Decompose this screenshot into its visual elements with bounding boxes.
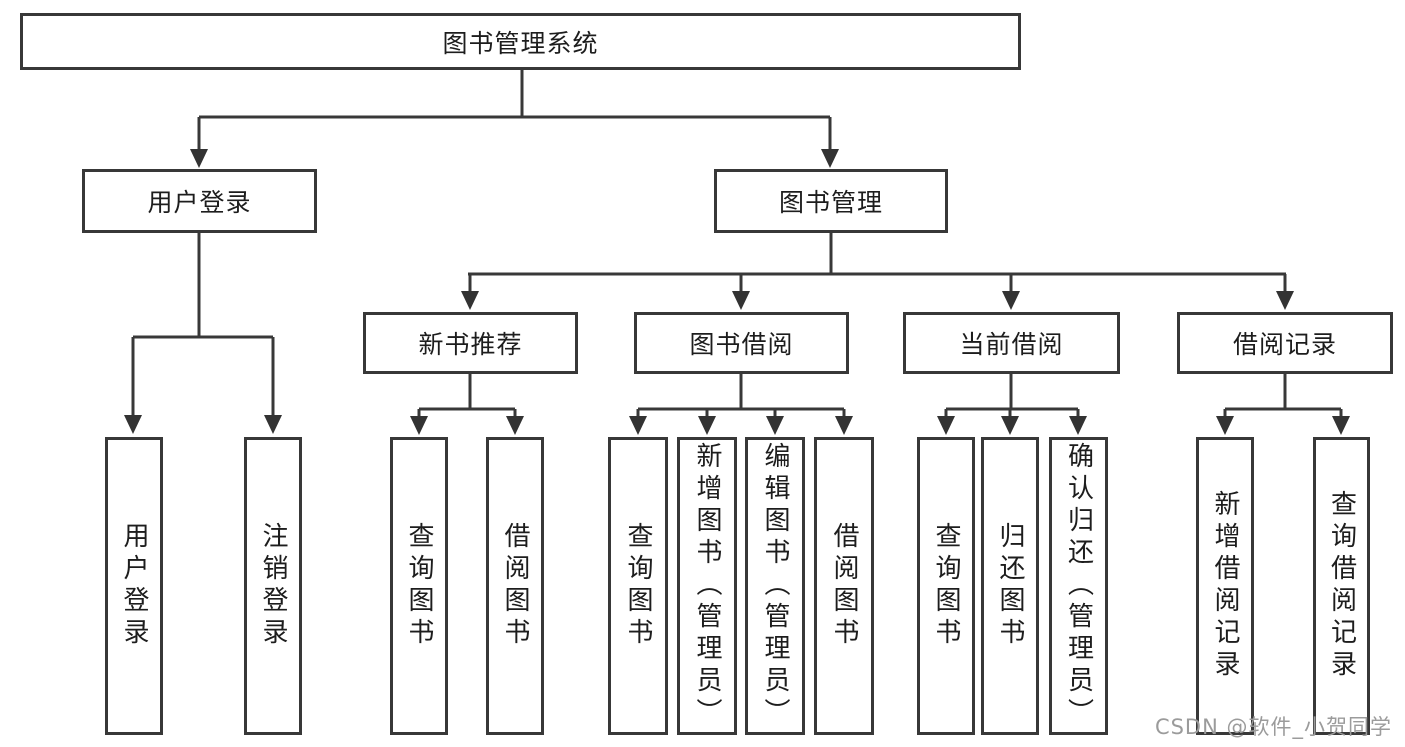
leaf-edit-books-admin: 编辑图书（管理员） [745,437,805,735]
node-book-borrow: 图书借阅 [634,312,849,374]
node-library-management-system: 图书管理系统 [20,13,1021,70]
leaf-confirm-return-admin: 确认归还（管理员） [1049,437,1108,735]
node-current-borrow: 当前借阅 [903,312,1120,374]
leaf-return-books: 归还图书 [981,437,1039,735]
leaf-logout: 注销登录 [244,437,302,735]
leaf-query-borrow-record: 查询借阅记录 [1313,437,1370,735]
leaf-query-books-borrow: 查询图书 [608,437,668,735]
leaf-user-login: 用户登录 [105,437,163,735]
leaf-query-books-current: 查询图书 [917,437,975,735]
leaf-add-books-admin: 新增图书（管理员） [677,437,737,735]
node-new-book-recommend: 新书推荐 [363,312,578,374]
node-user-login: 用户登录 [82,169,317,233]
node-borrow-records: 借阅记录 [1177,312,1393,374]
leaf-borrow-books: 借阅图书 [814,437,874,735]
csdn-watermark: CSDN @软件_小贺同学 [1154,715,1392,739]
leaf-borrow-books-recommend: 借阅图书 [486,437,544,735]
leaf-add-borrow-record: 新增借阅记录 [1196,437,1254,735]
node-book-management: 图书管理 [714,169,948,233]
leaf-query-books-recommend: 查询图书 [390,437,448,735]
